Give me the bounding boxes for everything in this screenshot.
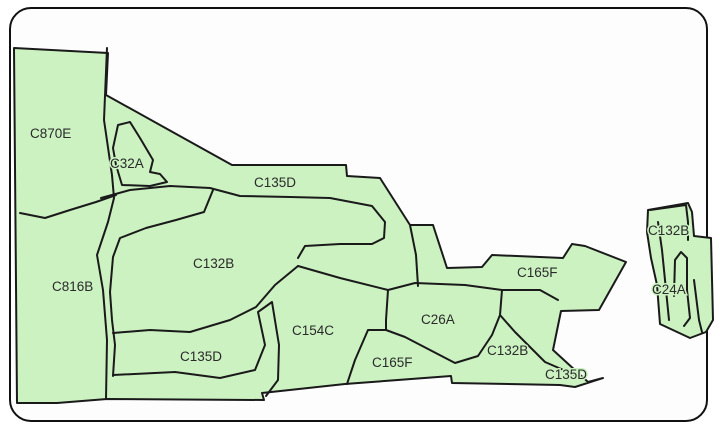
label-c135d-south: C135D <box>180 349 222 364</box>
boundary-c154c-north <box>297 265 559 301</box>
label-c26a: C26A <box>421 312 455 327</box>
label-c132b-east: C132B <box>487 343 528 358</box>
main-landmass <box>13 47 627 404</box>
label-c135d-north: C135D <box>254 175 296 190</box>
boundary-c135d-north <box>100 185 386 259</box>
label-c816b: C816B <box>52 279 93 294</box>
label-c870e: C870E <box>30 126 71 141</box>
boundary-c32a <box>112 121 168 187</box>
label-c32a: C32A <box>110 156 144 171</box>
label-c24a-island: C24A <box>652 282 686 297</box>
boundary-c132b-east <box>499 314 576 376</box>
boundary-c135d-south <box>112 301 280 397</box>
boundary-c132b-south <box>112 265 299 334</box>
label-c132b-island: C132B <box>648 223 689 238</box>
boundary-c165f-south <box>346 329 387 385</box>
boundary-c816b-east <box>96 47 115 400</box>
boundary-c165f-east <box>409 224 419 287</box>
boundary-c870e-c816b <box>19 194 117 219</box>
boundary-c26a <box>385 289 503 364</box>
label-c135d-east: C135D <box>545 367 587 382</box>
label-c165f-east: C165F <box>517 265 558 280</box>
label-c154c: C154C <box>292 323 334 338</box>
label-c132b-center: C132B <box>193 256 234 271</box>
boundary-island <box>649 204 703 333</box>
label-c165f-south: C165F <box>372 355 413 370</box>
